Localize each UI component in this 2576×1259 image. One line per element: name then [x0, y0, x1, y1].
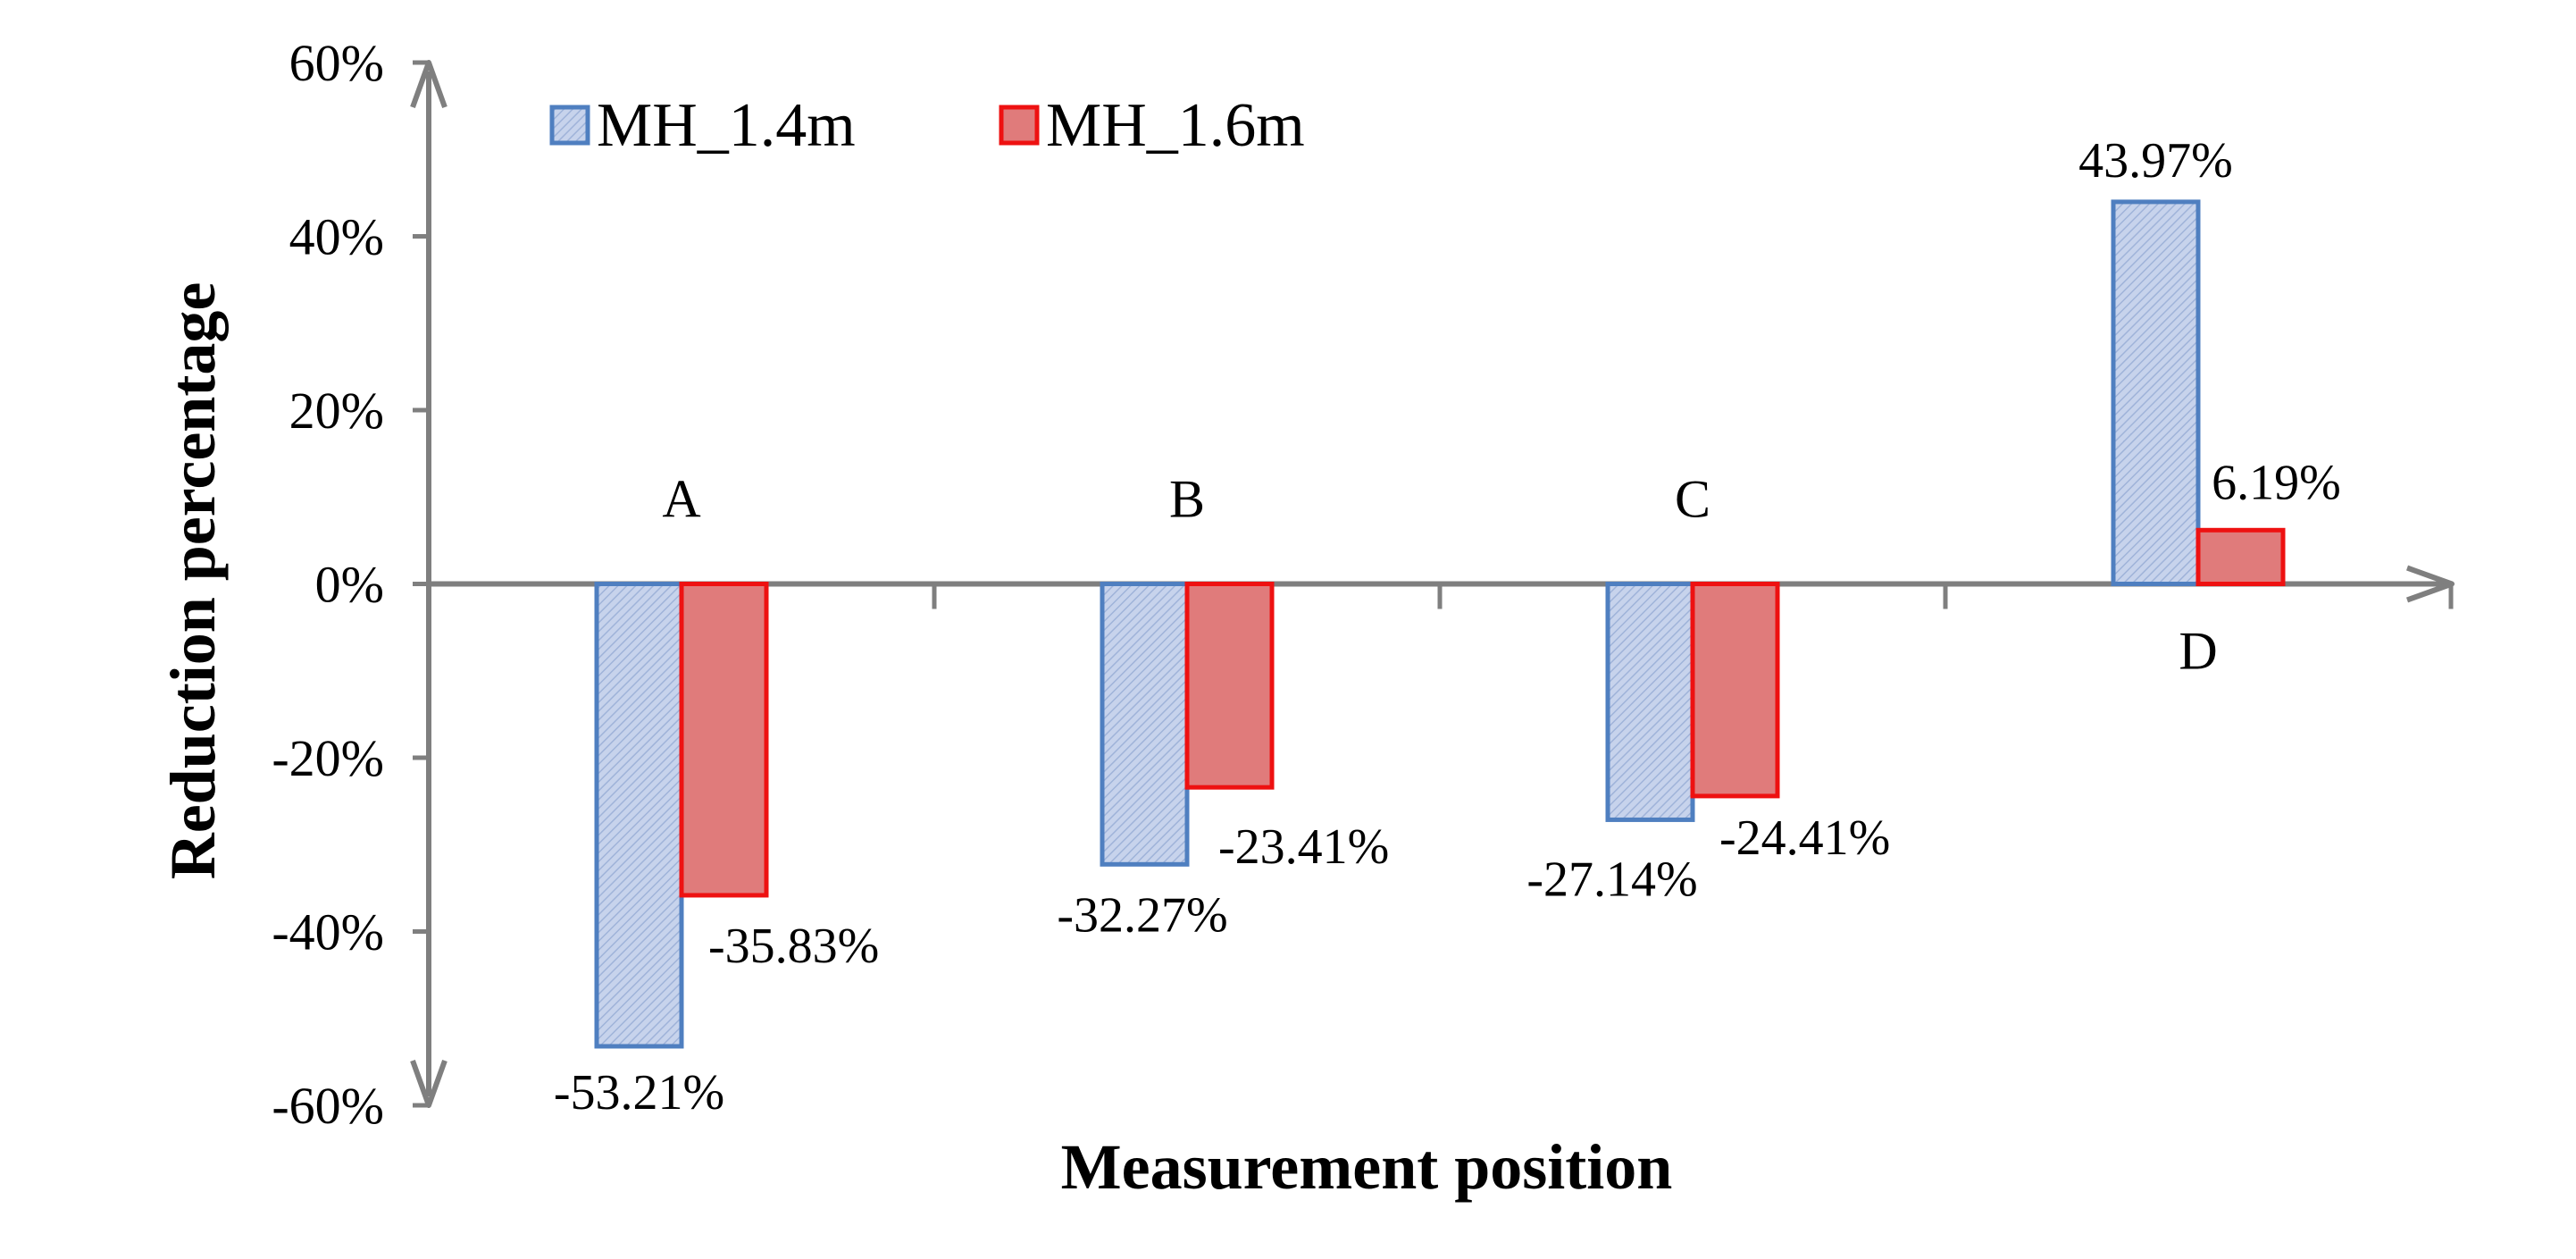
category-label: A	[662, 470, 700, 529]
bar-mh-1-4m	[1605, 582, 1695, 822]
y-tick-label: 0%	[315, 556, 384, 614]
data-labels: A -53.21% -35.83% B -32.27% -23.41% C -27.14% -2…	[554, 133, 2341, 1121]
data-label-mh-1-4m: -53.21%	[554, 1065, 724, 1121]
category-label: C	[1675, 470, 1710, 529]
legend-label-mh-1-6m: MH_1.6m	[1046, 91, 1305, 160]
legend-swatch-mh-1-6m	[999, 105, 1040, 146]
y-tick-label: 40%	[289, 208, 384, 266]
bar-mh-1-6m	[1690, 582, 1780, 799]
data-label-mh-1-6m: 6.19%	[2212, 455, 2341, 510]
y-axis-title: Reduction percentage	[157, 282, 229, 880]
y-tick-label: -20%	[272, 729, 384, 787]
data-label-mh-1-6m: -35.83%	[708, 919, 879, 974]
bar-mh-1-6m	[1184, 582, 1275, 790]
data-label-mh-1-4m: -27.14%	[1526, 852, 1697, 907]
data-label-mh-1-4m: 43.97%	[2078, 133, 2233, 189]
data-label-mh-1-6m: -23.41%	[1218, 819, 1389, 875]
y-tick-label: -60%	[272, 1077, 384, 1135]
y-tick-label: 20%	[289, 382, 384, 440]
legend-label-mh-1-4m: MH_1.4m	[597, 91, 856, 160]
bar-mh-1-6m	[679, 582, 769, 898]
y-tick-label: 60%	[289, 34, 384, 92]
bar-mh-1-4m	[2111, 199, 2201, 586]
bars	[594, 199, 2286, 1049]
legend-swatch-mh-1-4m	[549, 105, 590, 146]
bar-mh-1-4m	[1100, 582, 1190, 867]
bar-mh-1-4m	[594, 582, 684, 1049]
legend: MH_1.4m MH_1.6m	[549, 91, 1305, 160]
x-axis-title: Measurement position	[1061, 1131, 1673, 1203]
category-label: D	[2179, 622, 2217, 681]
y-tick-label: -40%	[272, 903, 384, 961]
axes: 60% 40% 20% 0% -20% -40% -60%	[272, 34, 2455, 1135]
data-label-mh-1-6m: -24.41%	[1719, 810, 1890, 866]
category-label: B	[1169, 470, 1205, 529]
bar-mh-1-6m	[2195, 527, 2286, 586]
data-label-mh-1-4m: -32.27%	[1057, 887, 1227, 943]
